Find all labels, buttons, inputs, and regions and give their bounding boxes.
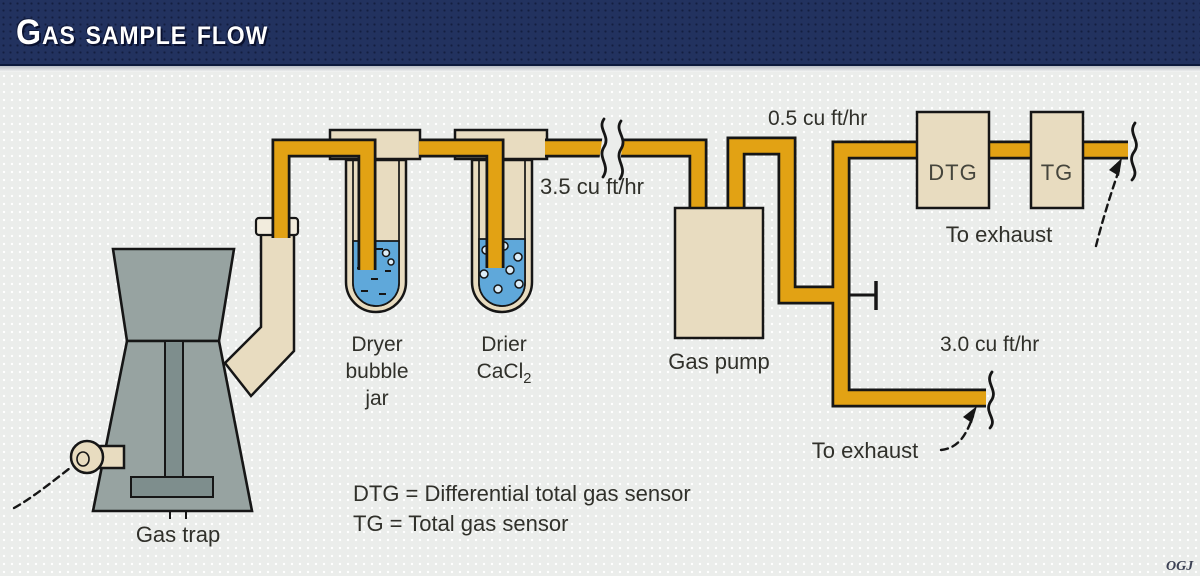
tg-box: [1029, 110, 1085, 210]
pipe-network: [271, 136, 1128, 408]
valve-tee-icon: [849, 281, 878, 310]
tg-label: TG: [1040, 160, 1074, 185]
exhaust-pointer-top: [1094, 158, 1122, 248]
page-title: Gas sample flow: [16, 13, 269, 52]
trap-knob-pointer: [12, 466, 72, 510]
legend-dtg: DTG = Differential total gas sensor: [353, 481, 691, 506]
title-separator: [0, 66, 1200, 72]
trap-outlet-tube: [223, 216, 300, 398]
sensor-flow-label: 0.5 cu ft/hr: [768, 107, 868, 130]
exhaust-pointer-bottom: [939, 406, 977, 452]
exhaust-top-label: To exhaust: [945, 222, 1053, 247]
trap-valve-knob: [69, 439, 126, 475]
gas-pump-box: [673, 206, 765, 340]
inlet-flow-label: 3.5 cu ft/hr: [540, 174, 644, 199]
pipe-break-icon: [596, 116, 627, 181]
dryer-jar-label: Dryer bubble jar: [345, 333, 409, 410]
gas-pump-label: Gas pump: [668, 349, 770, 374]
title-bar: Gas sample flow: [0, 0, 1200, 66]
gas-trap-label: Gas trap: [135, 522, 221, 547]
pipe-end-break-top-icon: [1130, 121, 1138, 182]
dtg-box: [915, 110, 991, 210]
pipe-end-break-bottom-icon: [987, 370, 995, 430]
credit-label: OGJ: [1166, 559, 1194, 574]
dtg-label: DTG: [928, 160, 978, 185]
exhaust-flow-label: 3.0 cu ft/hr: [940, 333, 1040, 356]
gas-trap: [69, 247, 254, 519]
exhaust-bottom-label: To exhaust: [811, 438, 919, 463]
legend-tg: TG = Total gas sensor: [353, 511, 569, 536]
